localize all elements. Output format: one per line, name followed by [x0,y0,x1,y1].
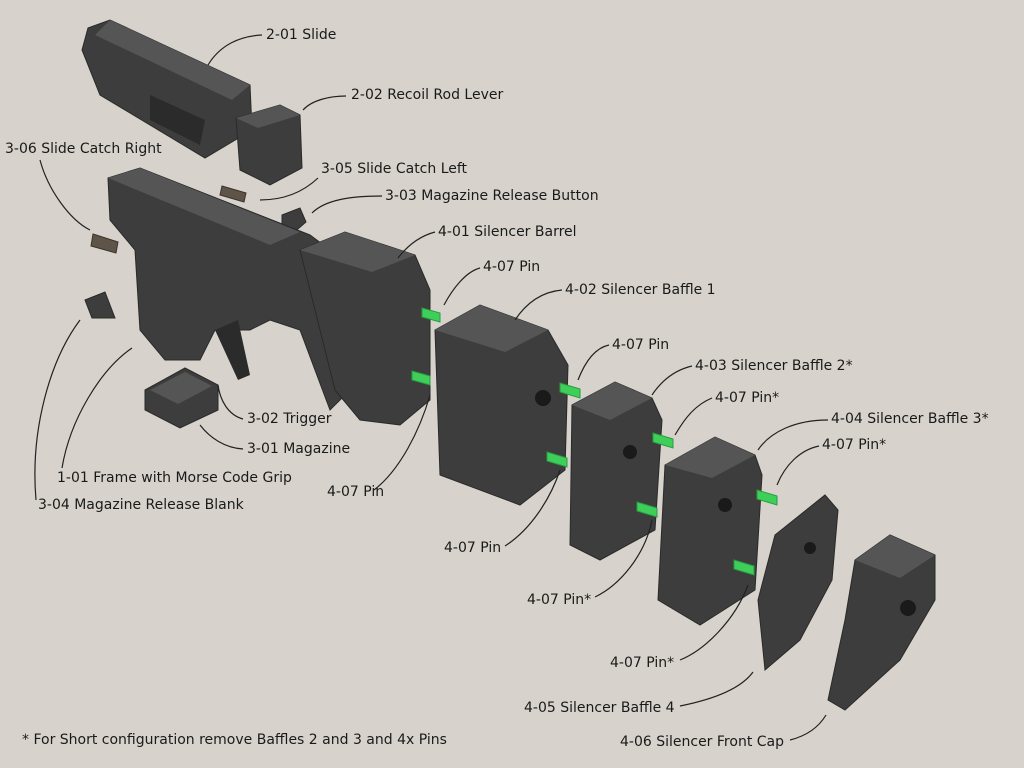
silencer-baffle-3-part [657,436,763,626]
label-magazine: 3-01 Magazine [247,441,351,457]
silencer-baffle-2-part [569,381,663,561]
label-frame: 1-01 Frame with Morse Code Grip [57,470,292,486]
label-pin: 4-07 Pin* [610,655,675,671]
magazine-part [144,367,219,429]
label-pin: 4-07 Pin* [822,437,887,453]
label-pin: 4-07 Pin [612,337,670,353]
label-silencer-baffle-2: 4-03 Silencer Baffle 2* [695,358,853,374]
pins [411,307,778,576]
silencer-baffle-4-part [757,494,839,672]
label-silencer-baffle-3: 4-04 Silencer Baffle 3* [831,411,989,427]
mag-release-blank-part [84,291,116,319]
silencer-barrel-part [299,231,431,426]
label-silencer-front-cap: 4-06 Silencer Front Cap [620,734,784,750]
label-slide-catch-right: 3-06 Slide Catch Right [5,141,162,157]
label-mag-release-button: 3-03 Magazine Release Button [385,188,599,204]
label-pin: 4-07 Pin* [715,390,780,406]
label-pin: 4-07 Pin [483,259,541,275]
silencer-front-cap-part [827,534,936,711]
label-trigger: 3-02 Trigger [247,411,332,427]
slide-part [81,19,253,159]
label-slide: 2-01 Slide [266,27,337,43]
label-silencer-baffle-4: 4-05 Silencer Baffle 4 [524,700,675,716]
recoil-rod-lever-part [235,104,303,186]
label-slide-catch-left: 3-05 Slide Catch Left [321,161,468,177]
footnote: * For Short configuration remove Baffles… [22,732,447,748]
label-pin: 4-07 Pin [327,484,385,500]
slide-catch-left-part [219,185,247,203]
slide-catch-right-part [90,233,119,254]
leader-lines [34,34,829,741]
label-mag-release-blank: 3-04 Magazine Release Blank [38,497,244,513]
silencer-baffle-1-part [434,304,569,506]
label-pin: 4-07 Pin [444,540,502,556]
label-recoil-rod-lever: 2-02 Recoil Rod Lever [351,87,504,103]
label-silencer-baffle-1: 4-02 Silencer Baffle 1 [565,282,716,298]
trigger-part [215,320,250,380]
label-silencer-barrel: 4-01 Silencer Barrel [438,224,577,240]
label-pin: 4-07 Pin* [527,592,592,608]
